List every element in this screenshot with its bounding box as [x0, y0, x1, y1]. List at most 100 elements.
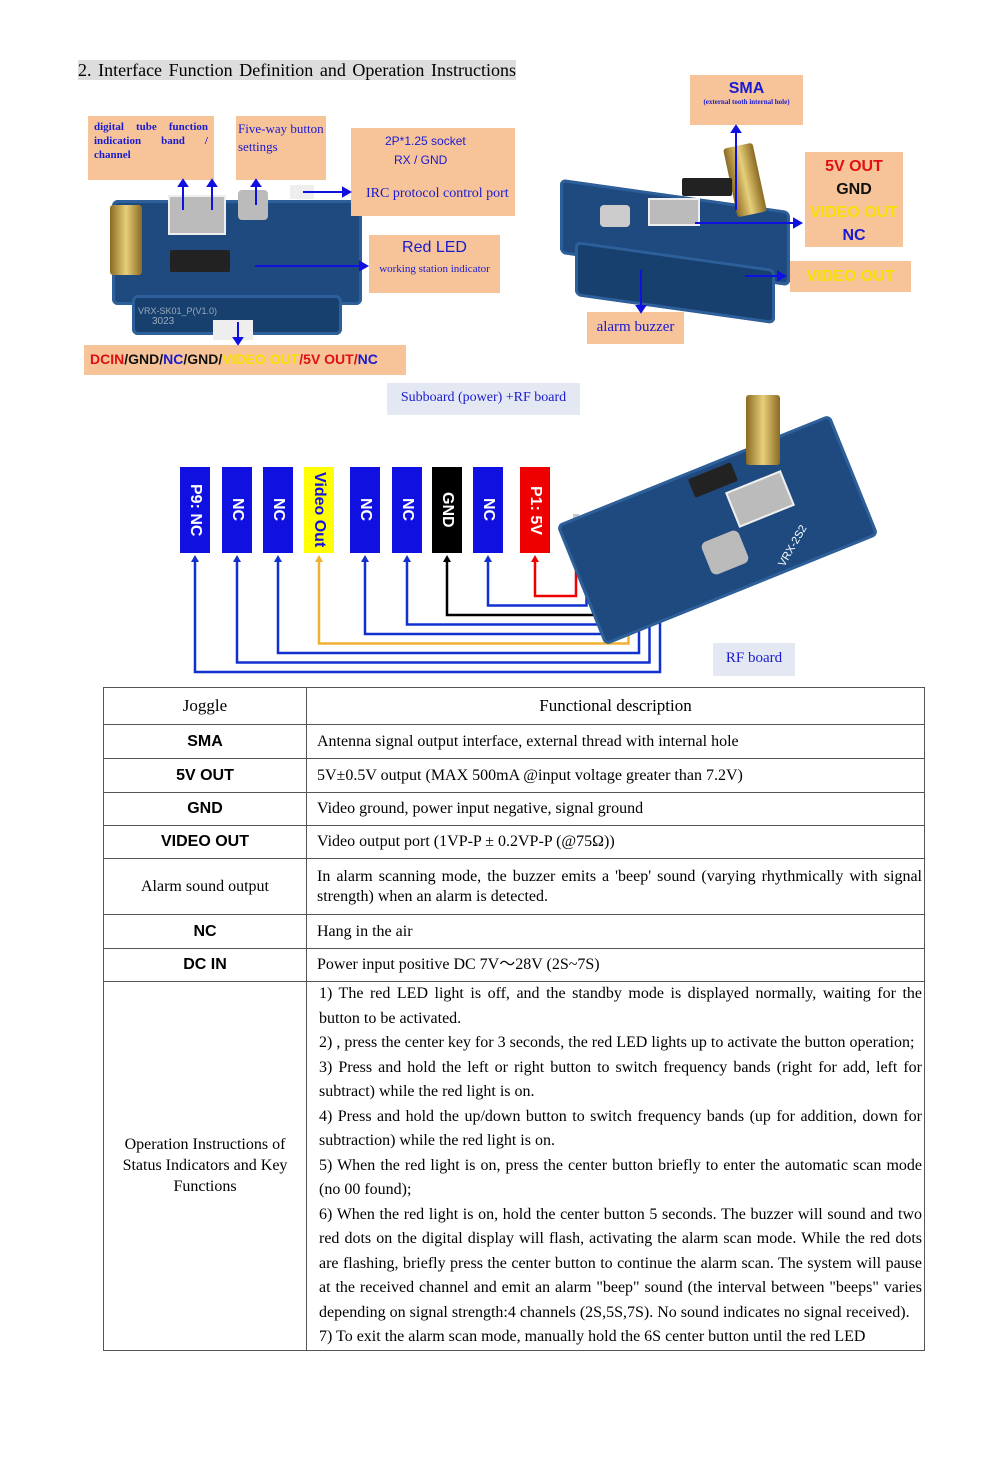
description-cell: Video ground, power input negative, sign… — [306, 792, 925, 826]
pin-segment: NC — [163, 351, 184, 367]
label-pinout: DCIN/GND/NC/GND/VIDEO OUT/5V OUT/NC — [84, 345, 406, 375]
arrow-up-icon — [443, 555, 451, 562]
header-joggle: Joggle — [103, 687, 307, 725]
digital-display — [648, 198, 700, 226]
joggle-cell: Alarm sound output — [103, 858, 307, 915]
pin-label: NC — [222, 467, 252, 553]
pin-video-out: VIDEO OUT — [809, 204, 898, 221]
five-way-button-icon — [238, 190, 268, 220]
pin-gnd: GND — [836, 181, 872, 198]
joggle-cell: VIDEO OUT — [103, 825, 307, 859]
table-row-ops: Operation Instructions of Status Indicat… — [103, 981, 925, 1351]
pin-label: P1: 5V — [520, 467, 550, 553]
board-silkscreen: VRX-SK01_P(V1.0) — [138, 306, 218, 316]
pin-segment: /GND/ — [183, 351, 223, 367]
label-red-led: Red LED working station indicator — [369, 235, 500, 293]
pin-segment: NC — [357, 351, 378, 367]
sma-connector-icon — [746, 395, 780, 465]
red-led-sub: working station indicator — [379, 263, 490, 275]
arrow-up-icon — [233, 555, 241, 562]
arrow-up-icon — [403, 555, 411, 562]
connector — [213, 320, 253, 340]
red-led-title: Red LED — [402, 239, 467, 256]
caption-rf-board: RF board — [713, 643, 795, 676]
joggle-cell: SMA — [103, 724, 307, 759]
pin-label: Video Out — [304, 467, 334, 553]
arrow-up-icon — [361, 555, 369, 562]
label-video-out: VIDEO OUT — [790, 261, 911, 292]
pin-segment: /GND/ — [124, 351, 164, 367]
chip — [170, 250, 230, 272]
sma-sub: (external tooth internal hole) — [703, 98, 790, 106]
pin-segment: DCIN — [90, 351, 125, 367]
arrow-up-icon — [250, 178, 262, 187]
description-cell: Hang in the air — [306, 914, 925, 949]
sma-connector-icon — [110, 205, 142, 275]
five-way-button-icon — [600, 205, 630, 227]
ops-step: 5) When the red light is on, press the c… — [319, 1156, 922, 1199]
caption-subboard: Subboard (power) +RF board — [387, 383, 580, 415]
board-number: 3023 — [152, 316, 175, 327]
arrow-up-icon — [177, 178, 189, 187]
pin-5v-out: 5V OUT — [825, 158, 883, 175]
pin-label: NC — [392, 467, 422, 553]
connector — [290, 185, 314, 199]
arrows-fig1 — [177, 178, 370, 346]
ops-step: 7) To exit the alarm scan mode, manually… — [319, 1328, 866, 1345]
description-cell: Power input positive DC 7V～28V (2S~7S) — [306, 948, 925, 982]
ops-description: 1) The red LED light is off, and the sta… — [306, 981, 925, 1351]
arrows-fig2 — [635, 124, 804, 314]
arrow-right-icon — [342, 186, 353, 198]
section-heading: 2. Interface Function Definition and Ope… — [78, 60, 516, 80]
arrow-up-icon — [274, 555, 282, 562]
ops-step: 1) The red LED light is off, and the sta… — [319, 985, 922, 1027]
label-alarm-buzzer: alarm buzzer — [587, 312, 684, 344]
pin-label: NC — [350, 467, 380, 553]
label-socket: 2P*1.25 socket RX / GND IRC protocol con… — [351, 128, 515, 216]
joggle-cell: DC IN — [103, 948, 307, 982]
joggle-cell: 5V OUT — [103, 758, 307, 793]
pin-label: GND — [432, 467, 462, 553]
pin-wires — [191, 514, 663, 674]
label-connector-pins: 5V OUT GND VIDEO OUT NC — [805, 152, 903, 247]
socket-line1: 2P*1.25 socket — [385, 134, 466, 148]
ops-label: Operation Instructions of Status Indicat… — [103, 981, 307, 1351]
arrow-down-icon — [232, 337, 244, 346]
description-cell: Antenna signal output interface, externa… — [306, 724, 925, 759]
pin-segment: VIDEO OUT — [222, 351, 300, 367]
ops-step: 6) When the red light is on, hold the ce… — [319, 1205, 922, 1321]
pin-label: NC — [473, 467, 503, 553]
chip — [682, 178, 732, 196]
sma-title: SMA — [728, 80, 765, 97]
joggle-cell: GND — [103, 792, 307, 826]
arrow-up-icon — [191, 555, 199, 562]
pin-nc: NC — [842, 227, 866, 244]
description-cell: Video output port (1VP-P ± 0.2VP-P (@75Ω… — [306, 825, 925, 859]
arrow-up-icon — [484, 555, 492, 562]
label-sma: SMA (external tooth internal hole) — [690, 75, 803, 125]
arrow-up-icon — [206, 178, 218, 187]
label-five-way: Five-way button settings — [236, 116, 326, 180]
ops-step: 2) , press the center key for 3 seconds,… — [319, 1034, 915, 1051]
ops-step: 3) Press and hold the left or right butt… — [319, 1058, 922, 1101]
description-cell: 5V±0.5V output (MAX 500mA @input voltage… — [306, 758, 925, 793]
joggle-cell: NC — [103, 914, 307, 949]
label-digital-tube: digital tube function indication band / … — [88, 116, 214, 180]
arrow-up-icon — [315, 555, 323, 562]
pin-label: NC — [263, 467, 293, 553]
pcb-top-board — [112, 200, 362, 305]
header-description: Functional description — [306, 687, 925, 725]
pin-label: P9: NC — [180, 467, 210, 553]
irc-port: IRC protocol control port — [366, 186, 509, 201]
pin-segment: /5V OUT/ — [299, 351, 358, 367]
arrow-right-icon — [359, 260, 370, 272]
table-header: Joggle Functional description — [103, 687, 925, 725]
